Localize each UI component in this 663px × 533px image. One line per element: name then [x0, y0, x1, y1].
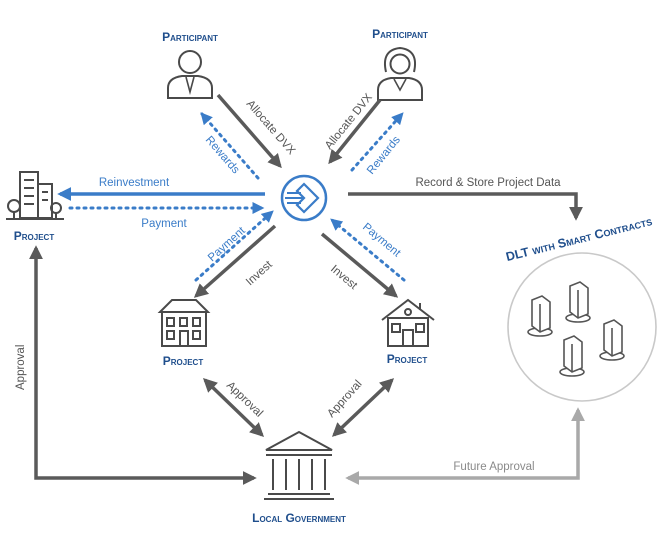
payment-lower-right-label: Payment: [360, 221, 403, 260]
project-house-right-title: Project: [387, 352, 428, 366]
allocate-right-label: Allocate DVX: [323, 91, 375, 151]
local-government-title: Local Government: [252, 511, 346, 525]
invest-lower-left-label: Invest: [244, 258, 275, 288]
payment-label: Payment: [141, 218, 187, 230]
invest-lower-right-arrow: [320, 232, 399, 298]
future-approval-arrow: [345, 407, 585, 485]
rewards-right-arrow: [350, 112, 404, 172]
project-house-left-title: Project: [163, 354, 204, 368]
house-icon: [381, 298, 435, 347]
payment-lower-right-arrow: [330, 218, 406, 282]
dvx-logo-icon: [280, 174, 328, 222]
allocate-left-arrow: [216, 93, 282, 169]
participant-left-title: Participant: [162, 30, 218, 44]
city-buildings-icon: [6, 171, 64, 220]
invest-lower-right-label: Invest: [328, 263, 360, 292]
government-building-icon: [264, 430, 334, 500]
approval-left-house-label: Approval: [224, 380, 265, 420]
allocate-right-arrow: [328, 98, 382, 165]
payment-lower-left-label: Payment: [206, 224, 248, 264]
approval-project-arrow: [29, 245, 257, 485]
server-nodes-icon: [527, 281, 625, 377]
project-left-title: Project: [14, 229, 55, 243]
rewards-right-label: Rewards: [365, 134, 403, 177]
approval-project-label: Approval: [15, 345, 27, 390]
dlt-circle: [507, 252, 657, 402]
record-store-label: Record & Store Project Data: [415, 177, 561, 189]
businessman-icon: [167, 50, 213, 99]
allocate-left-label: Allocate DVX: [244, 98, 298, 157]
townhouse-icon: [157, 299, 211, 347]
rewards-left-arrow: [200, 112, 260, 180]
future-approval-label: Future Approval: [453, 461, 534, 473]
reinvestment-label: Reinvestment: [99, 177, 170, 189]
record-store-arrow: [348, 192, 583, 221]
participant-right-title: Participant: [372, 27, 428, 41]
rewards-left-label: Rewards: [203, 134, 242, 176]
businesswoman-icon: [377, 46, 423, 101]
